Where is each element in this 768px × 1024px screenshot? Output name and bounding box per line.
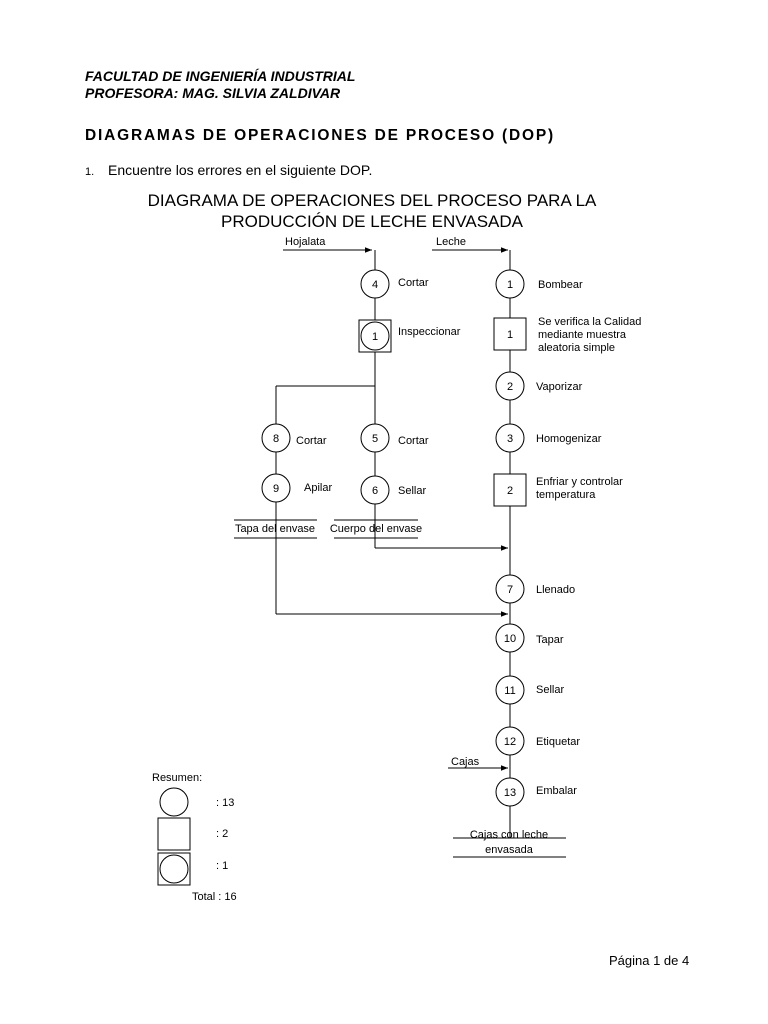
inspection-2-symbol [493, 473, 527, 507]
summary-total: Total : 16 [192, 891, 237, 903]
page-number: Página 1 de 4 [609, 953, 690, 968]
step-label: mediante muestra [538, 329, 627, 341]
step-number: 2 [507, 485, 513, 497]
input-hojalata: Hojalata [285, 236, 326, 248]
summary-operation-icon [159, 787, 189, 817]
operation-6-symbol [360, 475, 390, 505]
combined-1-square [358, 319, 392, 353]
step-label: Sellar [398, 485, 426, 497]
step-number: 6 [372, 485, 378, 497]
question-1: 1. Encuentre los errores en el siguiente … [85, 162, 372, 178]
summary-combined: : 1 [216, 860, 228, 872]
step-number: 5 [372, 433, 378, 445]
step-number: 1 [507, 279, 513, 291]
step-label: Se verifica la Calidad [538, 316, 641, 328]
step-number: 4 [372, 279, 378, 291]
operation-9-symbol [261, 473, 291, 503]
step-label: Cortar [398, 435, 429, 447]
operation-12-symbol [495, 726, 525, 756]
step-label: Sellar [536, 684, 564, 696]
step-number: 2 [507, 381, 513, 393]
step-number: 1 [507, 329, 513, 341]
step-label: Etiquetar [536, 736, 580, 748]
summary-title: Resumen: [152, 772, 202, 784]
step-number: 13 [504, 787, 516, 799]
input-leche: Leche [436, 236, 466, 248]
summary-inspection-icon [157, 817, 191, 851]
output-tapa: Tapa del envase [235, 523, 315, 535]
document-title: DIAGRAMAS DE OPERACIONES DE PROCESO (DOP… [85, 127, 555, 144]
operation-3-symbol [495, 423, 525, 453]
inspection-1-symbol [493, 317, 527, 351]
step-label: Homogenizar [536, 433, 602, 445]
professor-header: PROFESORA: MAG. SILVIA ZALDIVAR [85, 85, 341, 101]
faculty-header: FACULTAD DE INGENIERÍA INDUSTRIAL [85, 68, 356, 84]
step-label: Bombear [538, 279, 583, 291]
step-number: 8 [273, 433, 279, 445]
operation-13-symbol [495, 777, 525, 807]
step-number: 7 [507, 584, 513, 596]
operation-7-symbol [495, 574, 525, 604]
step-label: Inspeccionar [398, 326, 461, 338]
operation-2-symbol [495, 371, 525, 401]
step-label: Enfriar y controlar [536, 476, 623, 488]
step-label: aleatoria simple [538, 342, 615, 354]
combined-1-circle [360, 321, 390, 351]
step-label: Llenado [536, 584, 575, 596]
step-label: Apilar [304, 482, 332, 494]
step-number: 12 [504, 736, 516, 748]
operation-8-symbol [261, 423, 291, 453]
operation-1-symbol [495, 269, 525, 299]
step-label: Vaporizar [536, 381, 583, 393]
question-number: 1. [85, 166, 95, 178]
step-label: temperatura [536, 489, 596, 501]
diagram-title-line1: DIAGRAMA DE OPERACIONES DEL PROCESO PARA… [148, 191, 597, 210]
step-number: 11 [504, 685, 515, 697]
operation-4-symbol [360, 269, 390, 299]
diagram-title-line2: PRODUCCIÓN DE LECHE ENVASADA [221, 212, 524, 231]
question-text: Encuentre los errores en el siguiente DO… [108, 162, 373, 178]
output-cajas-line2: envasada [485, 844, 534, 856]
summary-inspections: : 2 [216, 828, 228, 840]
step-number: 3 [507, 433, 513, 445]
operation-10-symbol [495, 623, 525, 653]
step-label: Cortar [296, 435, 327, 447]
summary-operations: : 13 [216, 797, 234, 809]
output-cajas-line1: Cajas con leche [470, 829, 548, 841]
output-cuerpo: Cuerpo del envase [330, 523, 422, 535]
step-label: Tapar [536, 634, 564, 646]
summary-combined-square [157, 852, 191, 886]
summary-combined-circle [159, 854, 189, 884]
step-number: 1 [372, 331, 378, 343]
operation-11-symbol [495, 675, 525, 705]
operation-5-symbol [360, 423, 390, 453]
step-number: 9 [273, 483, 279, 495]
input-cajas: Cajas [451, 756, 480, 768]
step-label: Cortar [398, 277, 429, 289]
step-label: Embalar [536, 785, 577, 797]
step-number: 10 [504, 633, 516, 645]
